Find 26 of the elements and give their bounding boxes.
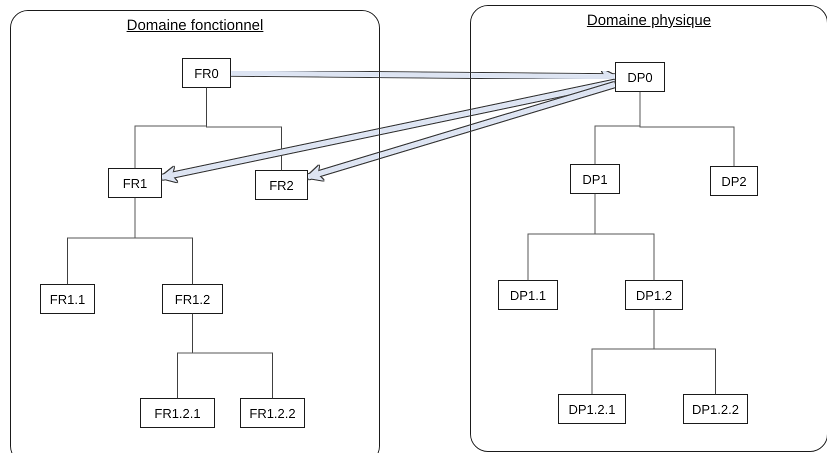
process-box: FR1.2.1 [140, 398, 215, 428]
tree-connector [134, 198, 193, 284]
domain-panel [10, 10, 380, 453]
mapping-arrow [160, 80, 616, 182]
process-box: DP1 [570, 164, 620, 194]
mapping-arrow [230, 68, 617, 85]
tree-connector [206, 88, 282, 170]
tree-connector [654, 310, 716, 394]
process-box: DP1.1 [498, 280, 558, 310]
process-box: DP1.2 [625, 280, 683, 310]
process-box: FR1.2.2 [240, 398, 305, 428]
tree-connector [594, 194, 654, 280]
process-box: FR1 [108, 168, 162, 198]
domain-panel [470, 5, 827, 452]
process-box: FR2 [255, 170, 308, 200]
process-box: DP1.2.1 [558, 394, 626, 424]
process-box: FR0 [182, 58, 231, 88]
process-box: DP0 [615, 62, 665, 92]
process-box: FR1.2 [162, 284, 223, 314]
panel-heading: Domaine physique [586, 12, 712, 29]
panel-heading: Domaine fonctionnel [126, 17, 264, 34]
mapping-arrow [306, 82, 616, 181]
tree-connector [192, 314, 273, 398]
process-box: DP2 [710, 166, 758, 196]
process-box: FR1.1 [40, 284, 95, 314]
process-box: DP1.2.2 [683, 394, 748, 424]
